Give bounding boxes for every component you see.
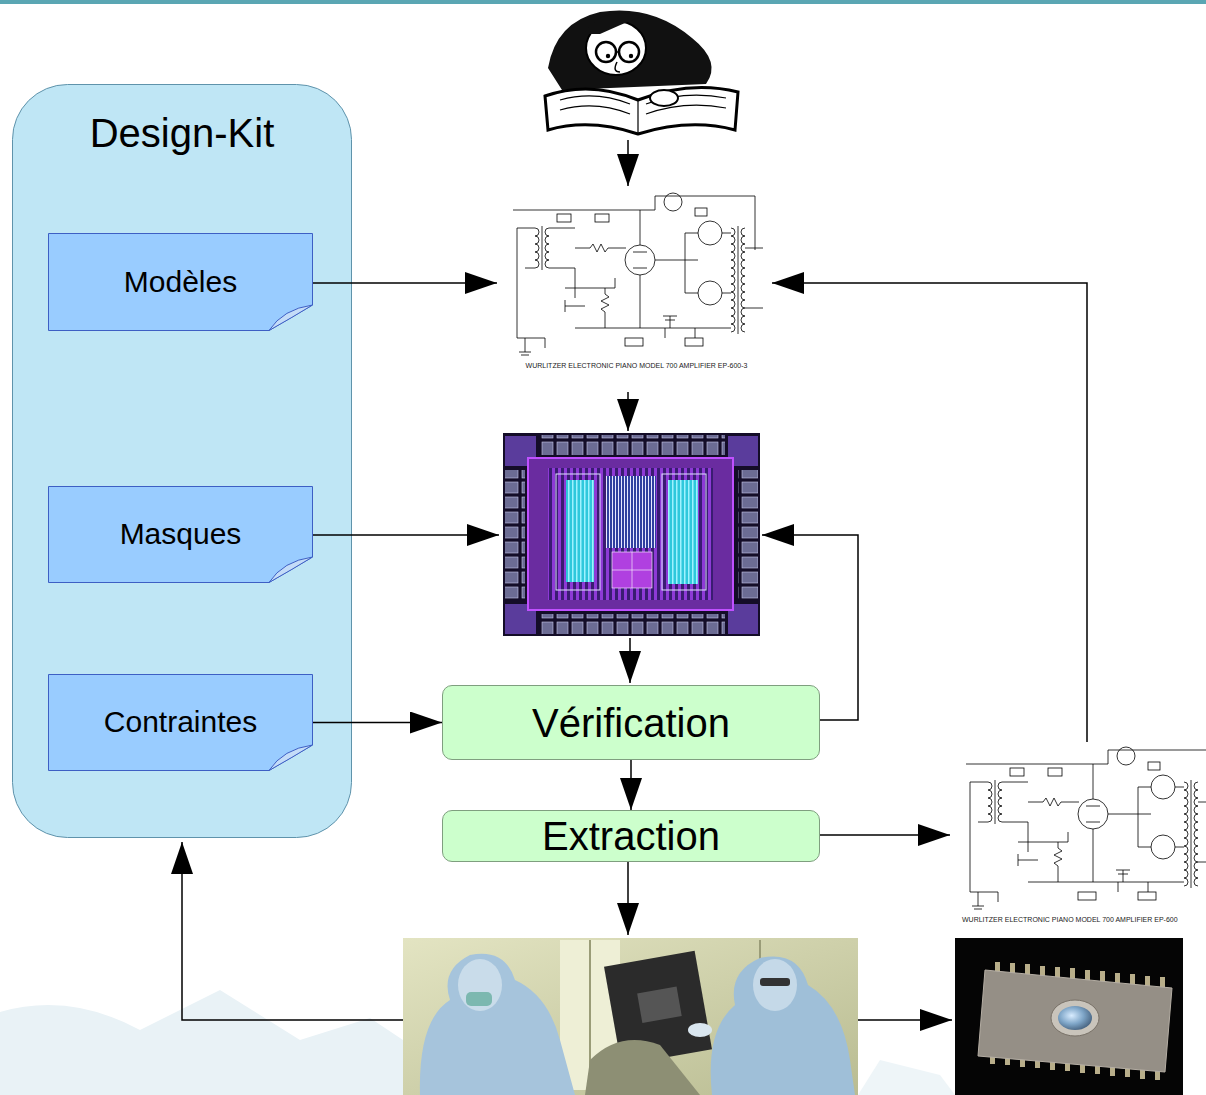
page-curl bbox=[269, 305, 313, 331]
page-decoration bbox=[858, 1060, 955, 1095]
chip-layout bbox=[503, 433, 760, 636]
reader-cartoon bbox=[619, 42, 639, 62]
panel-shape bbox=[13, 85, 352, 838]
schematic-caption: WURLITZER ELECTRONIC PIANO MODEL 700 AMP… bbox=[962, 916, 1178, 924]
box-label: Vérification bbox=[532, 701, 730, 745]
cleanroom-photo bbox=[403, 938, 858, 1095]
flow-arrows bbox=[313, 282, 497, 284]
cleanroom-photo bbox=[637, 986, 682, 1022]
chip-layout bbox=[548, 468, 713, 600]
reader-cartoon bbox=[629, 54, 633, 58]
chip-layout bbox=[612, 552, 652, 588]
panel-shapes bbox=[13, 85, 352, 838]
process-box: Vérification bbox=[442, 685, 820, 760]
flow-arrow bbox=[630, 760, 632, 810]
cleanroom-photo bbox=[753, 959, 797, 1011]
reader-cartoon bbox=[545, 10, 738, 134]
chip-layout bbox=[556, 474, 600, 590]
document-box: Masques bbox=[48, 486, 313, 583]
chip-photo bbox=[978, 970, 1172, 1072]
reader-cartoon bbox=[548, 10, 712, 90]
chip-layout bbox=[662, 474, 706, 590]
chip-layout bbox=[566, 480, 594, 582]
circuit-schematic bbox=[958, 742, 1206, 914]
cleanroom-photo bbox=[420, 954, 575, 1095]
box-label: Contraintes bbox=[104, 705, 257, 740]
flow-arrows bbox=[182, 842, 403, 1020]
chip-photo bbox=[955, 938, 1183, 1095]
flow-arrows bbox=[313, 534, 499, 536]
reader-cartoon bbox=[615, 52, 620, 72]
document-shape bbox=[49, 487, 313, 583]
document-box: Contraintes bbox=[48, 674, 313, 771]
box-label: Extraction bbox=[542, 814, 720, 858]
document-shape bbox=[49, 675, 313, 771]
flow-arrows bbox=[629, 638, 631, 683]
cleanroom-photo bbox=[688, 1023, 712, 1037]
chip-layout bbox=[540, 435, 725, 455]
flow-arrows bbox=[627, 862, 629, 935]
circuit-schematic bbox=[505, 188, 1206, 914]
flow-arrows bbox=[858, 1019, 952, 1021]
chip-layout bbox=[606, 476, 656, 548]
page-curl bbox=[269, 557, 313, 583]
page-curl bbox=[269, 745, 313, 771]
chip-layout bbox=[738, 470, 758, 600]
page-decoration bbox=[0, 0, 1206, 4]
chip-layout bbox=[612, 552, 652, 588]
flow-arrows bbox=[627, 392, 629, 431]
chip-layout bbox=[503, 433, 760, 636]
chip-layout bbox=[668, 480, 698, 584]
schematic-caption: WURLITZER ELECTRONIC PIANO MODEL 700 AMP… bbox=[505, 362, 768, 370]
design-kit-panel: Design-KitModèlesMasquesContraintes bbox=[12, 84, 352, 838]
cleanroom-photo bbox=[466, 992, 492, 1006]
circuit-schematic bbox=[505, 188, 768, 360]
chip-photo bbox=[1051, 1000, 1099, 1036]
flow-arrows bbox=[627, 140, 629, 186]
document-box: Modèles bbox=[48, 233, 313, 331]
reader-cartoon bbox=[584, 13, 642, 34]
document-shape bbox=[49, 234, 313, 331]
chip-photo bbox=[1058, 1006, 1092, 1030]
cleanroom-photo bbox=[760, 978, 790, 986]
cleanroom-photo bbox=[585, 1040, 700, 1095]
flow-arrows bbox=[820, 834, 950, 836]
cleanroom-photo bbox=[403, 938, 858, 1095]
cleanroom-photo bbox=[458, 959, 502, 1011]
flow-arrows bbox=[182, 140, 1087, 1020]
chip-photo bbox=[955, 938, 1183, 1095]
panel-title: Design-Kit bbox=[12, 110, 352, 156]
box-label: Masques bbox=[120, 517, 242, 552]
flow-arrows bbox=[772, 283, 1087, 742]
chip-layout bbox=[528, 458, 733, 610]
reader-cartoon bbox=[650, 90, 678, 106]
page-decoration bbox=[0, 990, 403, 1095]
cleanroom-photo bbox=[711, 957, 855, 1095]
flow-arrow bbox=[313, 722, 442, 724]
reader-cartoon bbox=[545, 88, 738, 135]
chip-layout bbox=[540, 614, 725, 634]
reader-cartoon bbox=[606, 54, 610, 58]
box-label: Modèles bbox=[124, 265, 237, 300]
chip-layout bbox=[505, 470, 525, 600]
process-box: Extraction bbox=[442, 810, 820, 862]
reader-cartoon bbox=[596, 42, 616, 62]
reader-cartoon bbox=[560, 95, 726, 134]
